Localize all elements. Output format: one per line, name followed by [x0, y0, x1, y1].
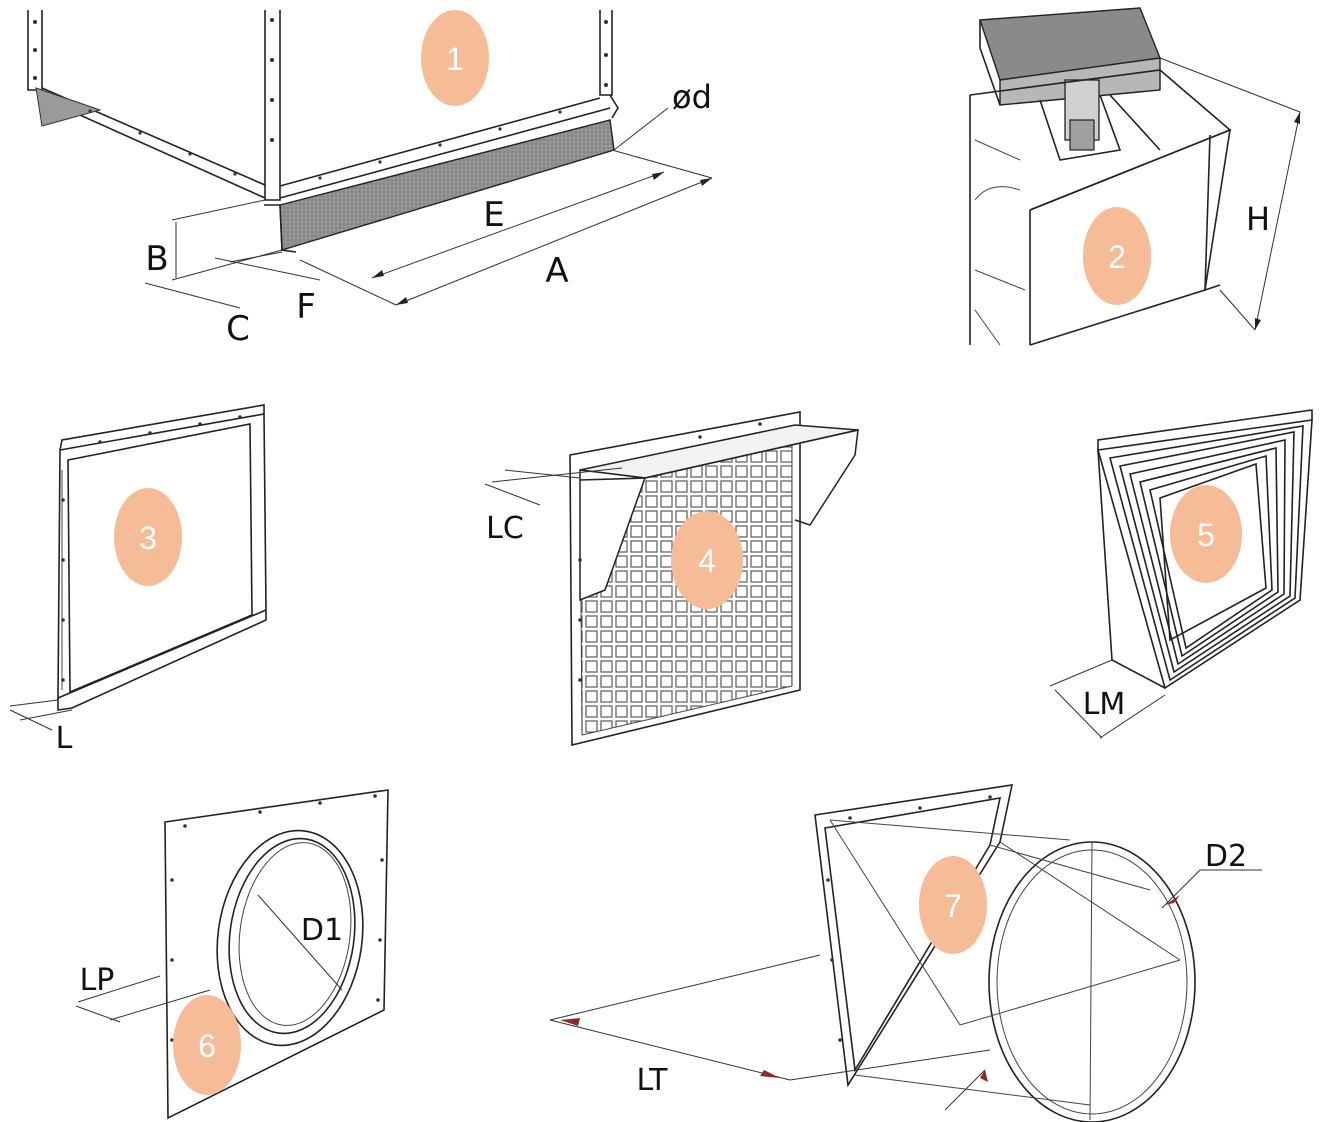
badge-2: 2	[1083, 207, 1151, 305]
label-b: B	[145, 239, 168, 279]
component-2-fan-section	[969, 7, 1301, 346]
component-1-labels: ød E A B C F	[145, 78, 712, 349]
label-h: H	[1246, 200, 1270, 238]
badge-7: 7	[919, 856, 987, 954]
label-lt: LT	[637, 1063, 669, 1098]
badge-6: 6	[173, 995, 241, 1095]
badge-1: 1	[421, 10, 489, 106]
badge-1-number: 1	[446, 41, 464, 77]
label-lc: LC	[486, 511, 524, 546]
badge-5: 5	[1170, 485, 1242, 583]
badge-5-number: 5	[1197, 517, 1215, 553]
badge-3: 3	[114, 488, 182, 586]
component-1-base-frame	[27, 10, 713, 309]
component-6-spigot-plate	[75, 789, 389, 1120]
badge-7-number: 7	[944, 888, 962, 924]
label-lp: LP	[80, 963, 115, 998]
label-e: E	[483, 195, 504, 235]
label-od: ød	[672, 78, 712, 116]
component-4-grille-hood	[484, 411, 859, 747]
badge-2-number: 2	[1108, 239, 1126, 275]
label-c: C	[226, 309, 250, 349]
label-d1: D1	[301, 913, 343, 948]
badge-4: 4	[671, 511, 743, 609]
component-3-flange-frame	[9, 404, 267, 731]
badge-3-number: 3	[139, 520, 157, 556]
badge-4-number: 4	[698, 543, 716, 579]
badge-6-number: 6	[198, 1028, 216, 1064]
label-d2: D2	[1205, 839, 1247, 874]
label-lm: LM	[1083, 687, 1126, 722]
component-5-flexible-connector	[1049, 409, 1313, 739]
component-7-transition	[549, 784, 1262, 1122]
label-a: A	[545, 251, 568, 291]
label-f: F	[296, 287, 316, 327]
label-l: L	[56, 721, 73, 756]
